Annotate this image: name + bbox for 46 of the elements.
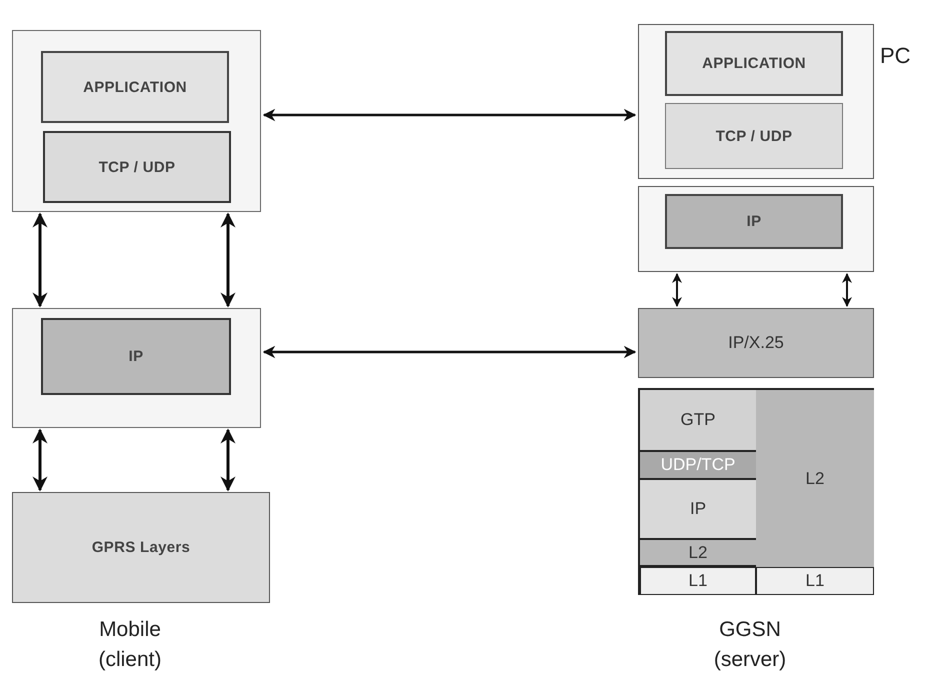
layer-label: GPRS Layers [92,539,190,556]
stack-container-box [638,24,874,179]
protocol-layer-box [640,538,756,567]
protocol-layer-box [41,318,231,395]
stack-container-box [12,308,261,428]
protocol-layer-box [640,390,756,450]
double-arrow [842,273,852,307]
layer-label: L2 [688,542,708,562]
double-arrow [262,108,636,122]
double-arrow [32,428,48,492]
protocol-layer-box [41,51,229,123]
layer-label: GTP [680,410,716,430]
device-caption: PC [880,42,912,70]
protocol-layer-box [665,103,843,169]
layer-label: TCP / UDP [98,158,176,176]
layer-label: IP [746,213,762,230]
stack-container-box [638,186,874,272]
protocol-layer-box [640,567,756,595]
protocol-layer-box [638,308,874,378]
layer-label: APPLICATION [702,55,806,72]
double-arrow [220,212,236,308]
protocol-layer-box [756,567,874,595]
protocol-layer-box [43,131,231,203]
stack-container-box [638,388,874,595]
double-arrow [262,346,636,358]
layer-label: L1 [688,571,708,591]
layer-label: UDP/TCP [660,455,736,475]
protocol-layer-box [665,194,843,249]
double-arrow [672,273,682,307]
protocol-layer-box [12,492,270,603]
layer-label: L1 [806,571,824,591]
layer-label: IP/X.25 [728,333,784,353]
device-caption: Mobile (client) [97,617,162,674]
double-arrow [220,428,236,492]
layer-label: L2 [806,468,824,488]
device-caption: GGSN (server) [712,617,788,674]
stack-container-box [12,30,261,212]
layer-label: APPLICATION [83,78,187,96]
double-arrow [32,212,48,308]
layer-label: IP [128,348,144,365]
protocol-layer-box [756,390,874,567]
protocol-layer-box [640,480,756,538]
layer-label: TCP / UDP [716,128,792,144]
protocol-layer-box [665,31,843,96]
protocol-layer-box [640,450,756,480]
layer-label: IP [690,499,706,519]
